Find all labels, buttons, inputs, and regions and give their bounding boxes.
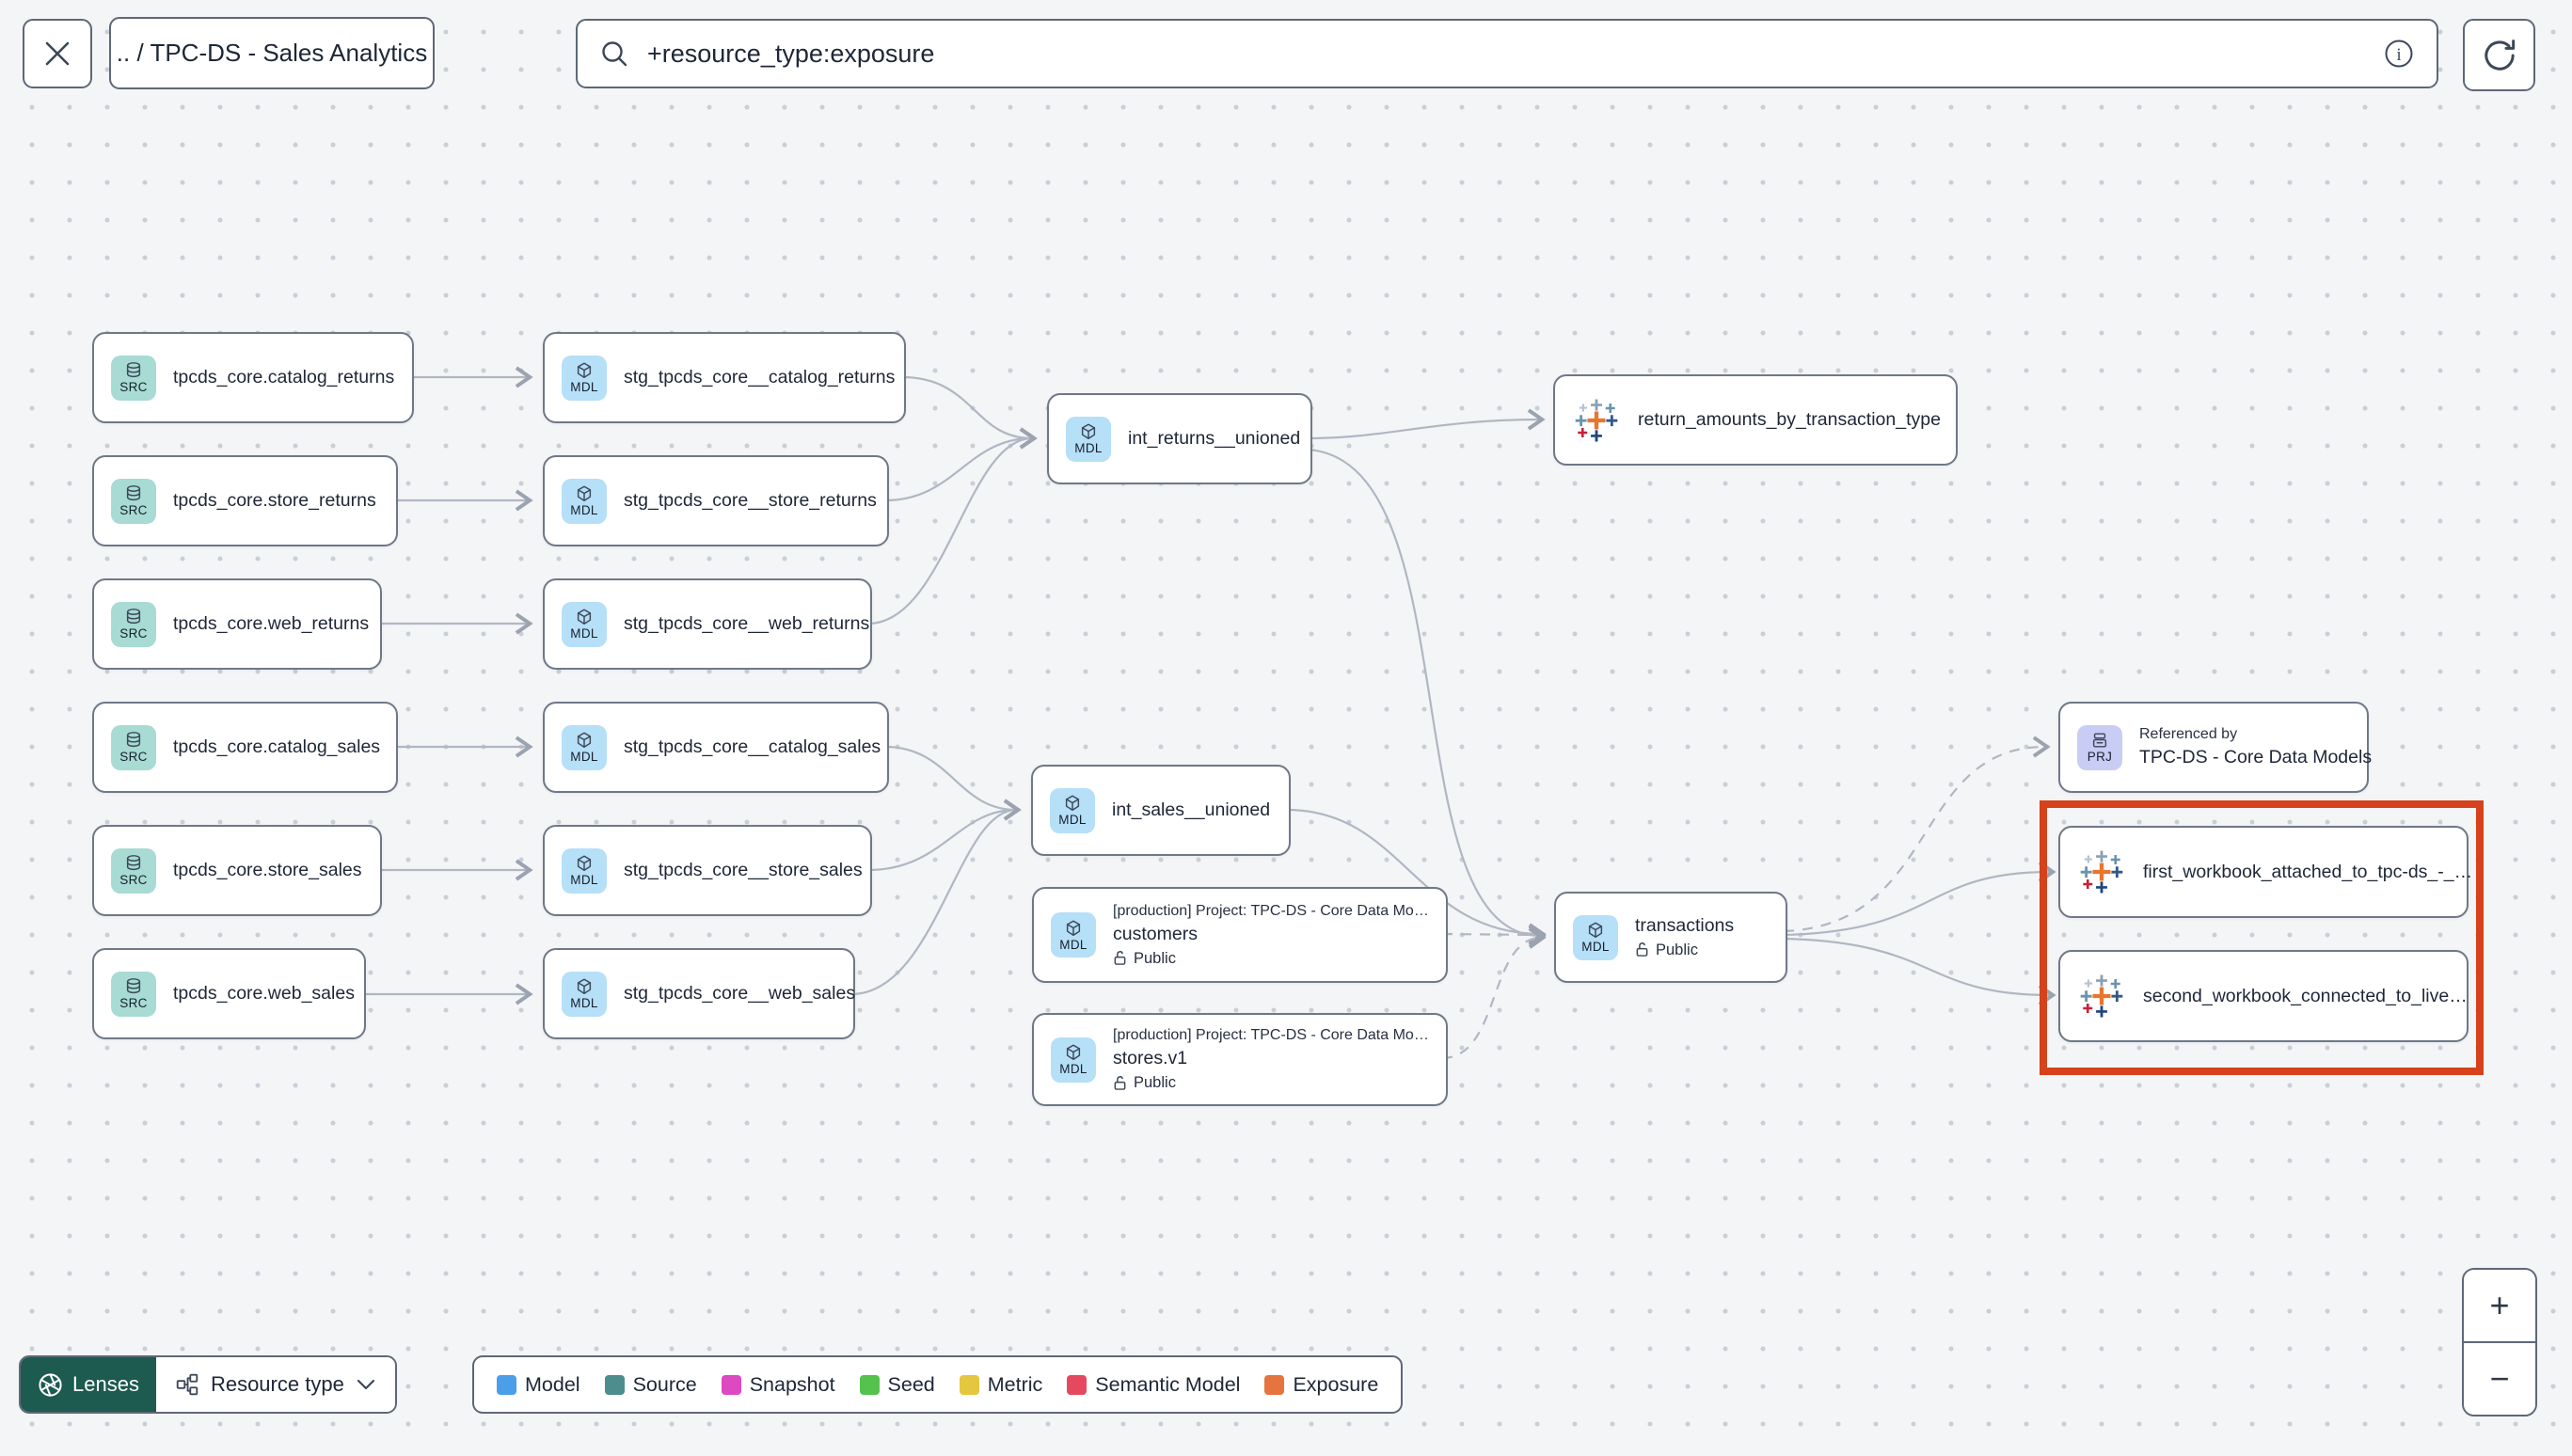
source-node-catalog-returns[interactable]: SRC tpcds_core.catalog_returns <box>92 332 414 423</box>
semantic-model-swatch <box>1067 1374 1088 1395</box>
search-bar[interactable]: i <box>576 19 2438 88</box>
svg-text:i: i <box>2396 45 2401 65</box>
source-node-store-sales[interactable]: SRC tpcds_core.store_sales <box>92 825 382 916</box>
zoom-out-button[interactable]: − <box>2464 1341 2535 1415</box>
model-swatch <box>497 1374 516 1395</box>
aperture-icon <box>39 1372 62 1397</box>
model-node-stg-web-returns[interactable]: MDL stg_tpcds_core__web_returns <box>543 578 872 670</box>
model-icon: MDL <box>1573 914 1618 960</box>
model-node-stg-catalog-sales[interactable]: MDL stg_tpcds_core__catalog_sales <box>543 702 889 793</box>
project-icon: PRJ <box>2077 724 2122 770</box>
source-icon: SRC <box>111 971 156 1017</box>
exposure-node-second-workbook[interactable]: second_workbook_connected_to_live… <box>2058 950 2469 1042</box>
model-icon: MDL <box>562 847 607 894</box>
zoom-controls: + − <box>2462 1268 2537 1416</box>
resource-type-dropdown[interactable]: Resource type <box>155 1357 395 1412</box>
model-node-int-returns-unioned[interactable]: MDL int_returns__unioned <box>1047 393 1312 484</box>
tableau-icon <box>2080 974 2123 1018</box>
resource-type-icon <box>176 1373 198 1396</box>
info-icon[interactable]: i <box>2382 37 2416 71</box>
unlock-icon <box>1114 951 1126 966</box>
legend-item-exposure: Exposure <box>1264 1373 1378 1397</box>
source-icon: SRC <box>111 724 156 770</box>
source-node-store-returns[interactable]: SRC tpcds_core.store_returns <box>92 455 398 546</box>
close-icon <box>45 41 70 66</box>
project-label: [production] Project: TPC-DS - Core Data… <box>1113 1027 1429 1044</box>
seed-swatch <box>859 1374 880 1395</box>
source-icon: SRC <box>111 478 156 524</box>
model-node-stores-v1[interactable]: MDL [production] Project: TPC-DS - Core … <box>1032 1013 1448 1106</box>
snapshot-swatch <box>721 1374 741 1395</box>
unlock-icon <box>1114 1075 1126 1090</box>
zoom-in-button[interactable]: + <box>2464 1270 2535 1341</box>
chevron-down-icon <box>357 1379 374 1390</box>
legend-item-seed: Seed <box>859 1373 935 1397</box>
legend-item-metric: Metric <box>959 1373 1042 1397</box>
exposure-node-first-workbook[interactable]: first_workbook_attached_to_tpc-ds_-_… <box>2058 826 2472 918</box>
source-node-catalog-sales[interactable]: SRC tpcds_core.catalog_sales <box>92 702 398 793</box>
legend-item-source: Source <box>604 1373 697 1397</box>
exposure-node-return-amounts[interactable]: return_amounts_by_transaction_type <box>1553 374 1958 466</box>
exposure-swatch <box>1264 1374 1285 1395</box>
close-button[interactable] <box>23 19 92 88</box>
model-node-transactions[interactable]: MDL transactions Public <box>1554 892 1787 983</box>
model-icon: MDL <box>1051 1037 1096 1083</box>
search-icon <box>602 41 627 67</box>
breadcrumb[interactable]: .. / TPC-DS - Sales Analytics <box>109 17 435 89</box>
model-node-customers[interactable]: MDL [production] Project: TPC-DS - Core … <box>1032 887 1448 983</box>
source-node-web-returns[interactable]: SRC tpcds_core.web_returns <box>92 578 382 670</box>
referenced-by-node[interactable]: PRJ Referenced by TPC-DS - Core Data Mod… <box>2058 702 2372 793</box>
source-node-web-sales[interactable]: SRC tpcds_core.web_sales <box>92 948 366 1039</box>
legend-item-model: Model <box>497 1373 580 1397</box>
tableau-icon <box>1575 398 1618 442</box>
model-node-int-sales-unioned[interactable]: MDL int_sales__unioned <box>1031 765 1291 856</box>
source-icon: SRC <box>111 847 156 894</box>
model-node-stg-web-sales[interactable]: MDL stg_tpcds_core__web_sales <box>543 948 855 1039</box>
refresh-button[interactable] <box>2463 19 2535 91</box>
model-icon: MDL <box>562 724 607 770</box>
model-icon: MDL <box>1050 787 1095 833</box>
model-icon: MDL <box>562 971 607 1017</box>
tableau-icon <box>2080 850 2123 894</box>
refresh-icon <box>2484 39 2515 71</box>
metric-swatch <box>959 1374 979 1395</box>
model-icon: MDL <box>1051 912 1096 957</box>
source-icon: SRC <box>111 601 156 647</box>
legend-item-snapshot: Snapshot <box>721 1373 835 1397</box>
model-icon: MDL <box>562 601 607 647</box>
model-node-stg-store-returns[interactable]: MDL stg_tpcds_core__store_returns <box>543 455 889 546</box>
breadcrumb-label: .. / TPC-DS - Sales Analytics <box>116 39 428 67</box>
model-icon: MDL <box>1066 416 1111 462</box>
source-icon: SRC <box>111 355 156 401</box>
model-node-stg-catalog-returns[interactable]: MDL stg_tpcds_core__catalog_returns <box>543 332 906 423</box>
model-icon: MDL <box>562 355 607 401</box>
model-icon: MDL <box>562 478 607 524</box>
search-input[interactable] <box>645 38 2367 70</box>
model-node-stg-store-sales[interactable]: MDL stg_tpcds_core__store_sales <box>543 825 872 916</box>
resource-type-legend: Model Source Snapshot Seed Metric Semant… <box>472 1355 1404 1414</box>
project-label: [production] Project: TPC-DS - Core Data… <box>1113 902 1429 919</box>
lens-controls: Lenses Resource type <box>19 1355 397 1414</box>
source-swatch <box>604 1374 625 1395</box>
legend-item-semantic-model: Semantic Model <box>1067 1373 1240 1397</box>
lenses-button[interactable]: Lenses <box>21 1357 156 1412</box>
unlock-icon <box>1636 942 1648 957</box>
